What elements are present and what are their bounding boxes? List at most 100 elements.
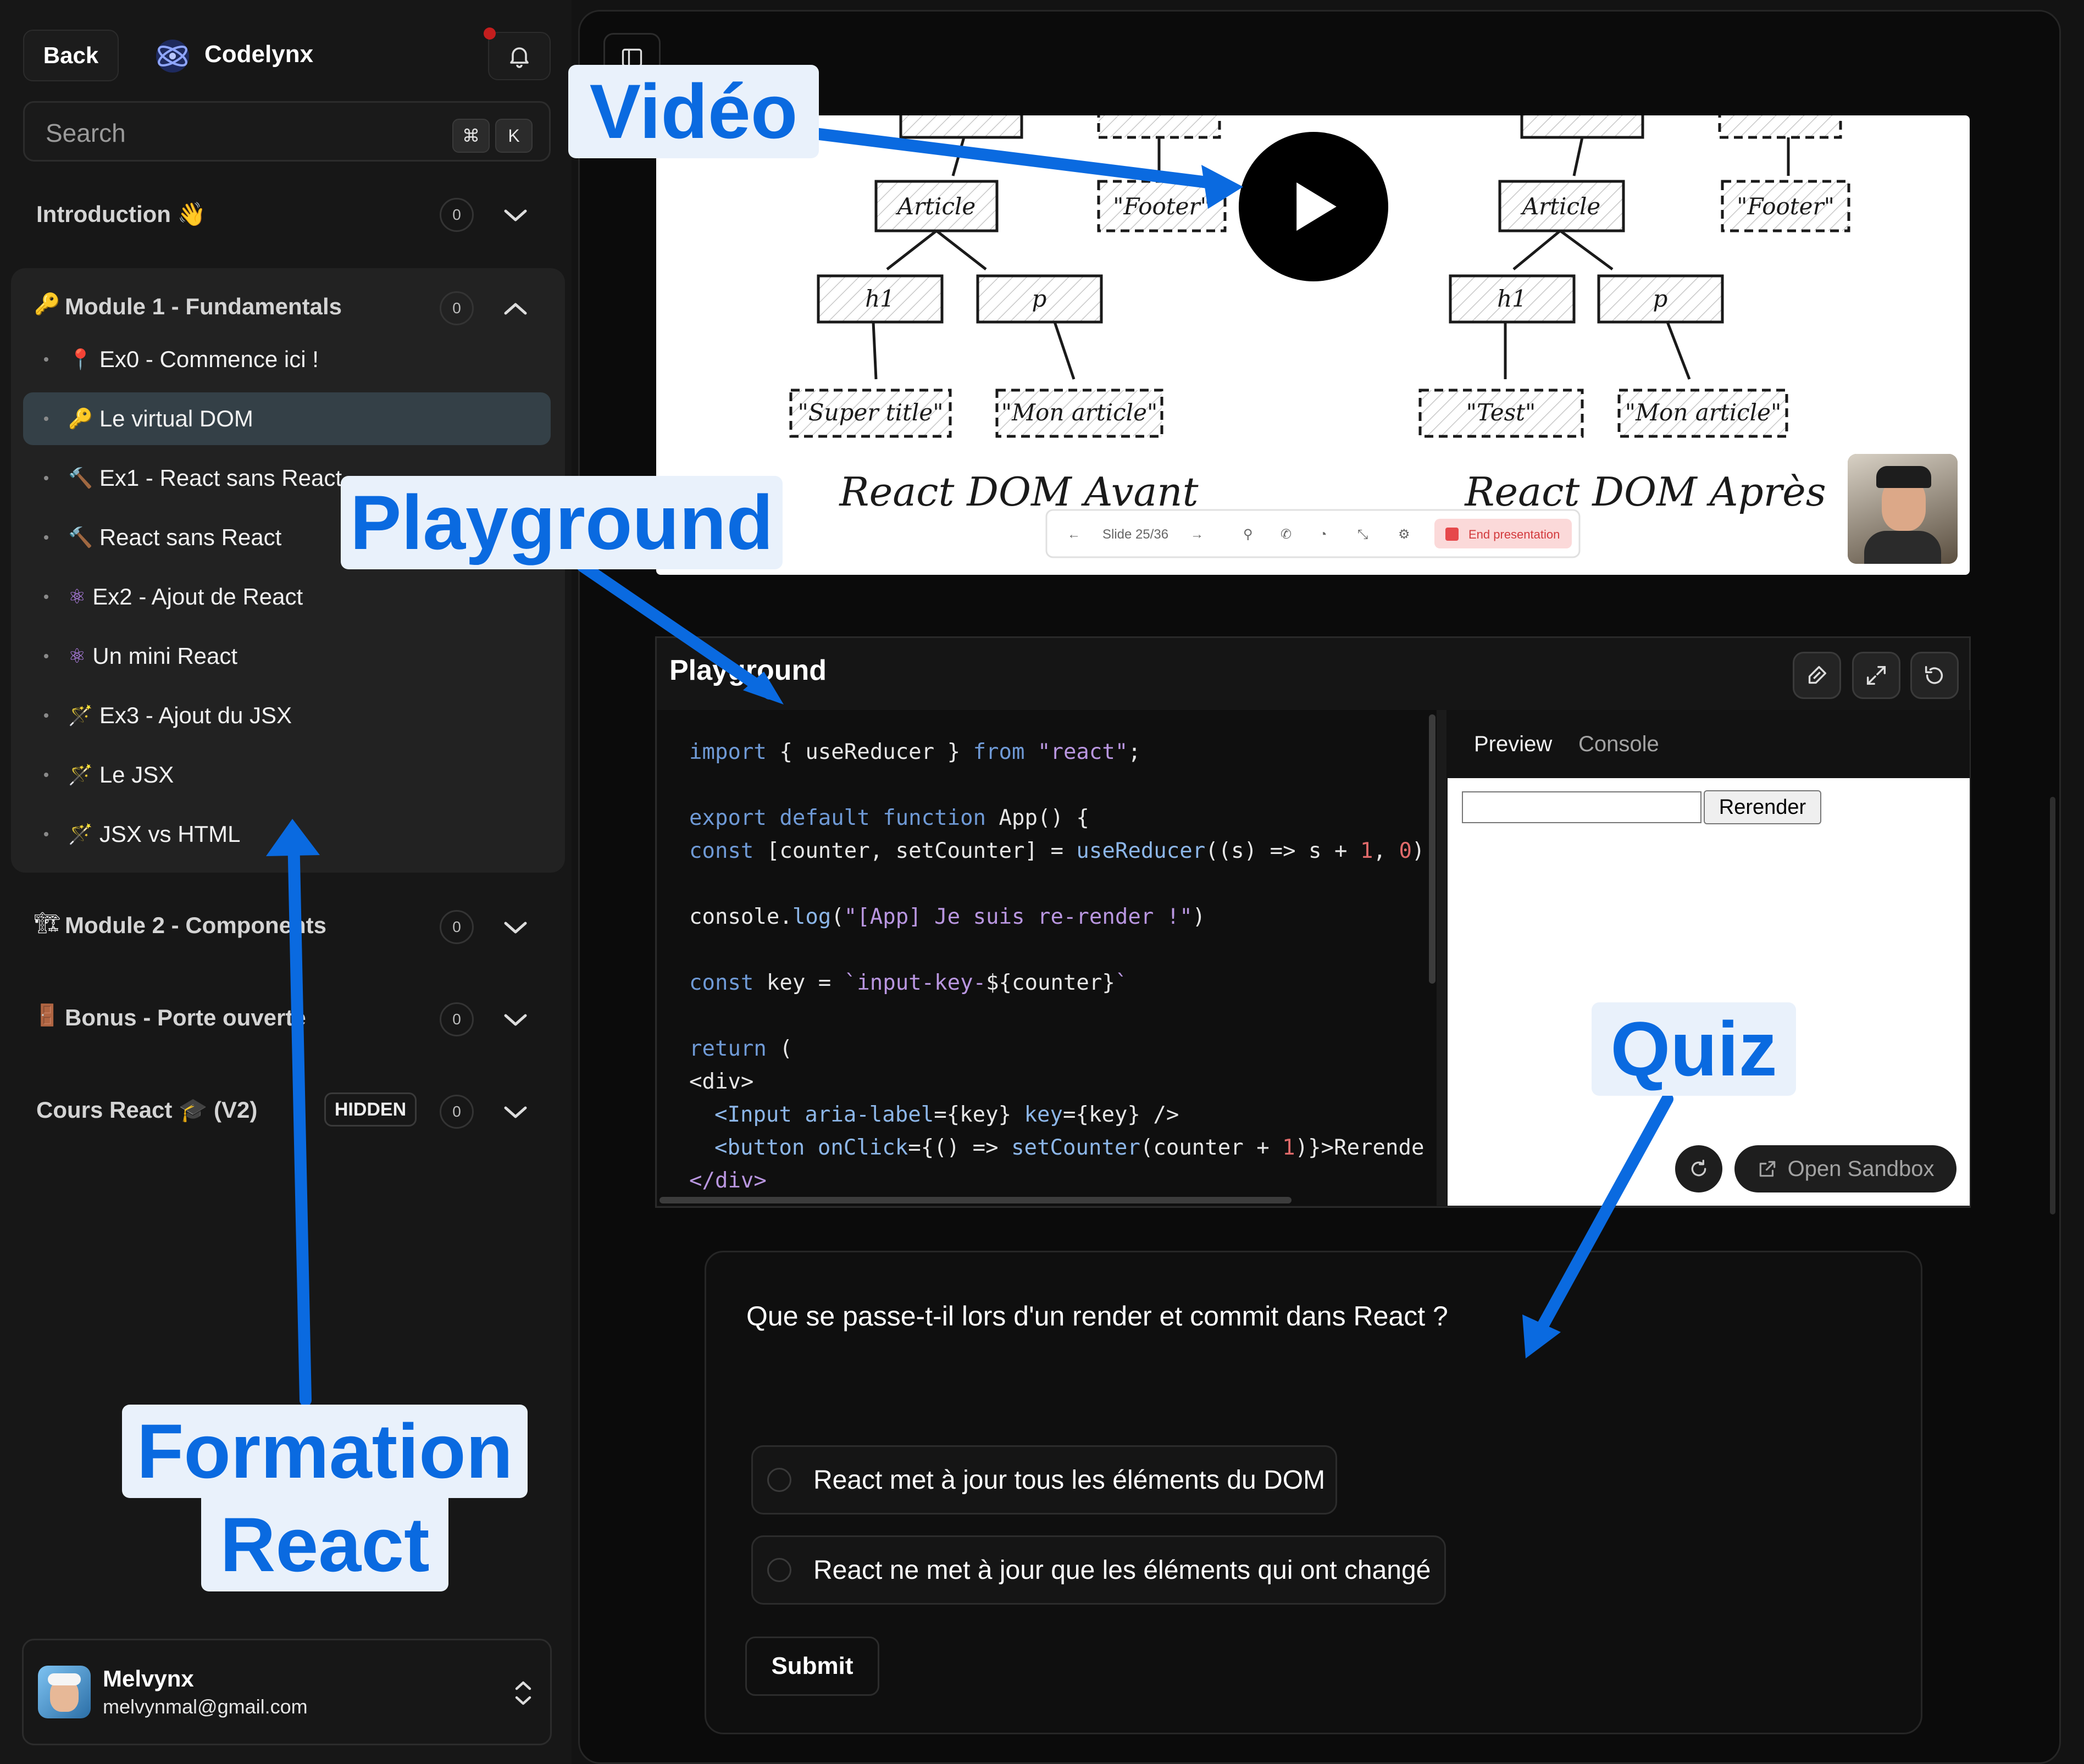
code-line-13: <button onClick={() => setCounter(counte… [714,1135,1423,1160]
section-introduction[interactable]: Introduction 👋 0 [11,181,561,247]
code-line-6: console.log("[App] Je suis re-render !") [689,905,1206,929]
hidden-badge: HIDDEN [324,1092,417,1127]
tab-preview[interactable]: Preview [1474,732,1553,756]
svg-text:End presentation: End presentation [1468,528,1560,541]
codelynx-logo-icon [153,36,192,76]
main-scrollbar[interactable] [2050,797,2055,1214]
door-icon: 🚪 [34,1004,60,1027]
lesson-le-jsx[interactable]: 🪄Le JSX [23,748,551,801]
brand-name: Codelynx [204,41,314,68]
rerender-button[interactable]: Rerender [1704,790,1821,824]
quiz-option-2[interactable]: React ne met à jour que les éléments qui… [751,1535,1446,1605]
lesson-react-sans-react[interactable]: 🔨React sans React [23,511,551,564]
radio-button[interactable] [767,1468,791,1492]
left-article-node: Article [895,193,976,220]
lesson-mini-react[interactable]: ⚛Un mini React [23,630,551,683]
tab-console[interactable]: Console [1578,732,1659,756]
reset-icon [1925,665,1943,684]
section-bonus[interactable]: 🚪 Bonus - Porte ouverte 0 [11,986,561,1052]
bonus-count: 0 [440,1002,474,1036]
lesson-jsx-vs-html[interactable]: 🪄JSX vs HTML [23,808,551,861]
code-line-3: export default function App() { [689,806,1089,830]
prev-slide-icon[interactable]: ← [1067,527,1080,542]
phone-icon[interactable]: ✆ [1281,527,1292,542]
editor-vertical-scrollbar[interactable] [1429,714,1435,984]
cours-v2-count: 0 [440,1095,474,1129]
timer-icon[interactable]: ◔ [1319,527,1327,542]
annotation-react: React [201,1498,448,1591]
external-link-icon [1759,1161,1775,1177]
play-button[interactable] [1239,132,1388,281]
lesson-ex0[interactable]: 📍Ex0 - Commence ici ! [23,333,551,386]
code-line-12: <Input aria-label={key} key={key} /> [714,1102,1179,1127]
hammer-icon: 🔨 [68,467,93,489]
video-slide: Article "Footer" h1 p "Super title" "Mon… [789,115,1850,558]
section-cours-react-v2[interactable]: Cours React 🎓 (V2) HIDDEN 0 [11,1078,561,1144]
right-h1-node: h1 [1497,285,1527,312]
user-menu[interactable]: Melvynx melvynmal@gmail.com [22,1639,552,1745]
back-button[interactable]: Back [23,30,119,81]
lesson-ex1[interactable]: 🔨Ex1 - React sans React [23,452,551,504]
magic-wand-icon: 🪄 [68,823,93,845]
play-icon [1296,182,1337,231]
format-button[interactable] [1793,652,1841,699]
code-line-4: const [counter, setCounter] = useReducer… [689,839,1425,863]
slide-title-apres: React DOM Après [1464,469,1826,515]
annotation-video: Vidéo [568,65,819,158]
editor-horizontal-scrollbar[interactable] [659,1197,1292,1203]
expand-button[interactable] [1852,652,1900,699]
lesson-virtual-dom[interactable]: 🔑Le virtual DOM [23,392,551,445]
user-name: Melvynx [103,1666,194,1691]
cmd-key: ⌘ [452,119,490,153]
open-sandbox-button[interactable]: Open Sandbox [1734,1145,1956,1192]
expand-icon [1866,665,1886,685]
quiz-question: Que se passe-t-il lors d'un render et co… [746,1301,1448,1332]
quiz-option-1[interactable]: React met à jour tous les éléments du DO… [751,1445,1337,1515]
right-article-node: Article [1520,193,1601,220]
left-h1-node: h1 [865,285,895,312]
reset-button[interactable] [1910,652,1959,699]
chevron-down-icon [504,1106,527,1118]
left-text1-node: "Super title" [797,399,943,426]
section-module-2[interactable]: 🏗 Module 2 - Components 0 [11,894,561,959]
user-icon[interactable]: ⚲ [1243,527,1253,542]
code-line-10: return ( [689,1036,792,1061]
brush-icon [1808,665,1827,684]
end-presentation-button[interactable] [1434,519,1572,548]
section-module-1[interactable]: 🔑 Module 1 - Fundamentals 0 [11,275,561,341]
submit-button[interactable]: Submit [745,1637,879,1696]
right-text2-node: "Mon article" [1625,399,1782,426]
chevrons-up-down-icon [515,1681,531,1705]
magic-wand-icon: 🪄 [68,763,93,786]
code-editor[interactable] [657,710,1437,1206]
chevron-down-icon [504,209,527,221]
avatar [38,1666,91,1718]
construction-icon: 🏗 [34,912,61,935]
introduction-count: 0 [440,198,474,232]
editor-divider[interactable] [1437,710,1446,1206]
search-input[interactable]: Search ⌘ K [23,101,551,162]
next-slide-icon[interactable]: → [1190,527,1204,542]
left-p-node: p [1032,285,1047,312]
magic-wand-icon: 🪄 [68,704,93,726]
atom-icon: ⚛ [68,645,86,667]
module-1-panel [11,268,565,873]
preview-input[interactable] [1462,791,1701,823]
chevron-up-icon [504,303,527,315]
lesson-ex2[interactable]: ⚛Ex2 - Ajout de React [23,570,551,623]
user-email: melvynmal@gmail.com [103,1695,308,1718]
slide-counter: Slide 25/36 [1102,527,1168,542]
notifications-button[interactable] [488,32,551,80]
fullscreen-icon[interactable]: ⤡ [1357,527,1368,542]
code-line-8: const key = `input-key-${counter}` [689,970,1128,995]
chevron-down-icon [504,922,527,934]
lesson-ex3[interactable]: 🪄Ex3 - Ajout du JSX [23,689,551,742]
right-footer-node: "Footer" [1737,193,1834,220]
right-text1-node: "Test" [1466,399,1536,426]
chevron-down-icon [504,1014,527,1026]
settings-icon[interactable]: ⚙ [1398,527,1410,542]
right-p-node: p [1653,285,1668,312]
video-player[interactable]: Article "Footer" h1 p "Super title" "Mon… [656,115,1970,575]
radio-button[interactable] [767,1558,791,1582]
refresh-preview-button[interactable] [1675,1145,1722,1192]
